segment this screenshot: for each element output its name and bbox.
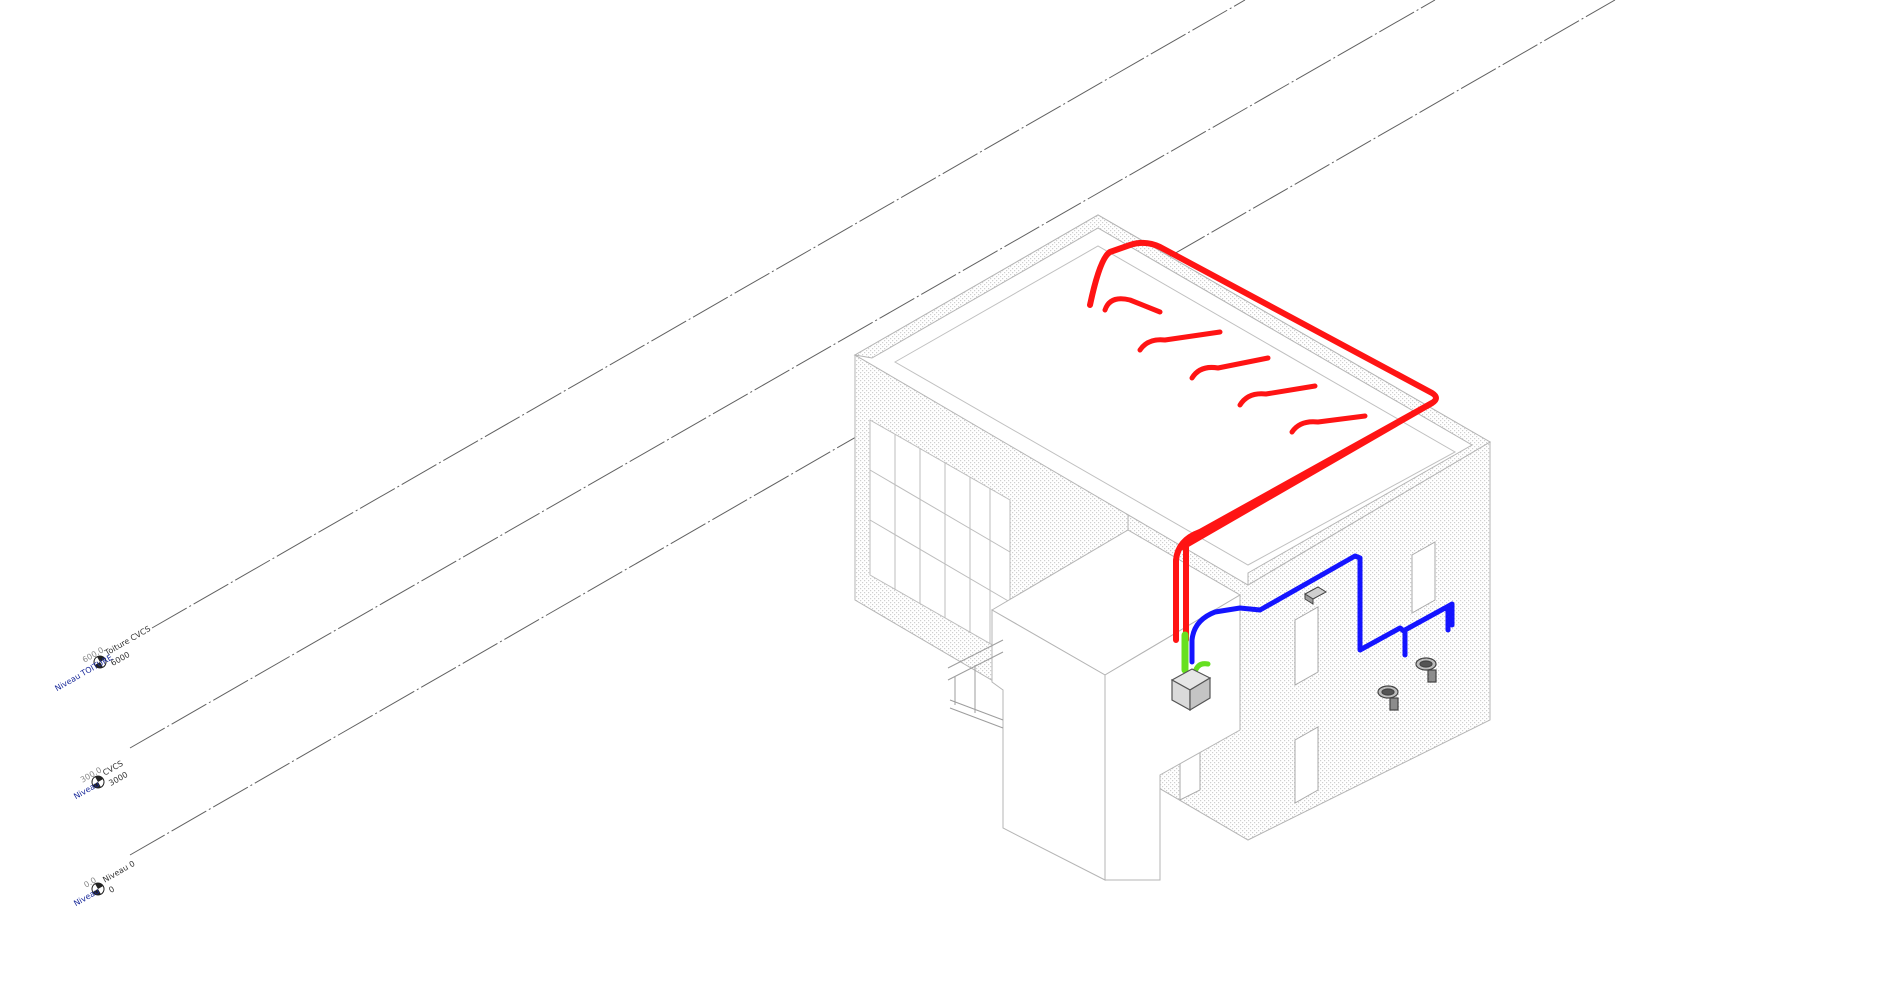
- level-head-circle: [91, 882, 105, 896]
- supply-branch-1[interactable]: [1102, 296, 1163, 315]
- hvac-systems: [1087, 239, 1455, 675]
- supply-branch-4[interactable]: [1237, 383, 1318, 408]
- level-head-circle: [93, 655, 107, 669]
- air-handling-unit[interactable]: [1170, 668, 1212, 712]
- level-line-niveau-0[interactable]: [129, 0, 1616, 856]
- level-head-icon: [92, 776, 104, 788]
- supply-duct-riser[interactable]: [1173, 400, 1435, 643]
- parapet: [853, 214, 1491, 586]
- return-duct[interactable]: [1189, 553, 1455, 665]
- level-prefix: Niveau: [53, 671, 82, 693]
- level-elevation: 0: [107, 885, 116, 895]
- roof-inner: [893, 245, 1457, 566]
- toilet-1[interactable]: [1377, 685, 1399, 711]
- stair-railing: [947, 639, 1004, 729]
- toilet-2[interactable]: [1415, 657, 1437, 683]
- level-line-cvcs[interactable]: [129, 0, 1436, 749]
- level-head-icon: [94, 656, 106, 668]
- windows: [1179, 541, 1436, 804]
- supply-branch-5[interactable]: [1289, 413, 1368, 435]
- wash-basin[interactable]: [1304, 586, 1327, 605]
- supply-branch-3[interactable]: [1189, 355, 1271, 381]
- level-line-toiture[interactable]: [151, 0, 1246, 629]
- equipment: [1170, 586, 1437, 712]
- supply-branch-2[interactable]: [1137, 329, 1223, 353]
- building: [853, 214, 1491, 881]
- level-marker-niveau-0[interactable]: Niveau 0.0 Niveau 0 0: [67, 855, 143, 914]
- level-marker-toiture[interactable]: Niveau TOITURE 600.0 Toiture CVCS 6000: [48, 620, 158, 698]
- level-suffix: Niveau 0: [101, 859, 136, 884]
- level-marker-cvcs[interactable]: Niveau 300.0 CVCS 3000: [67, 755, 131, 807]
- level-head-circle: [91, 775, 105, 789]
- level-head-icon: [92, 883, 104, 895]
- level-lines: [129, 0, 1616, 856]
